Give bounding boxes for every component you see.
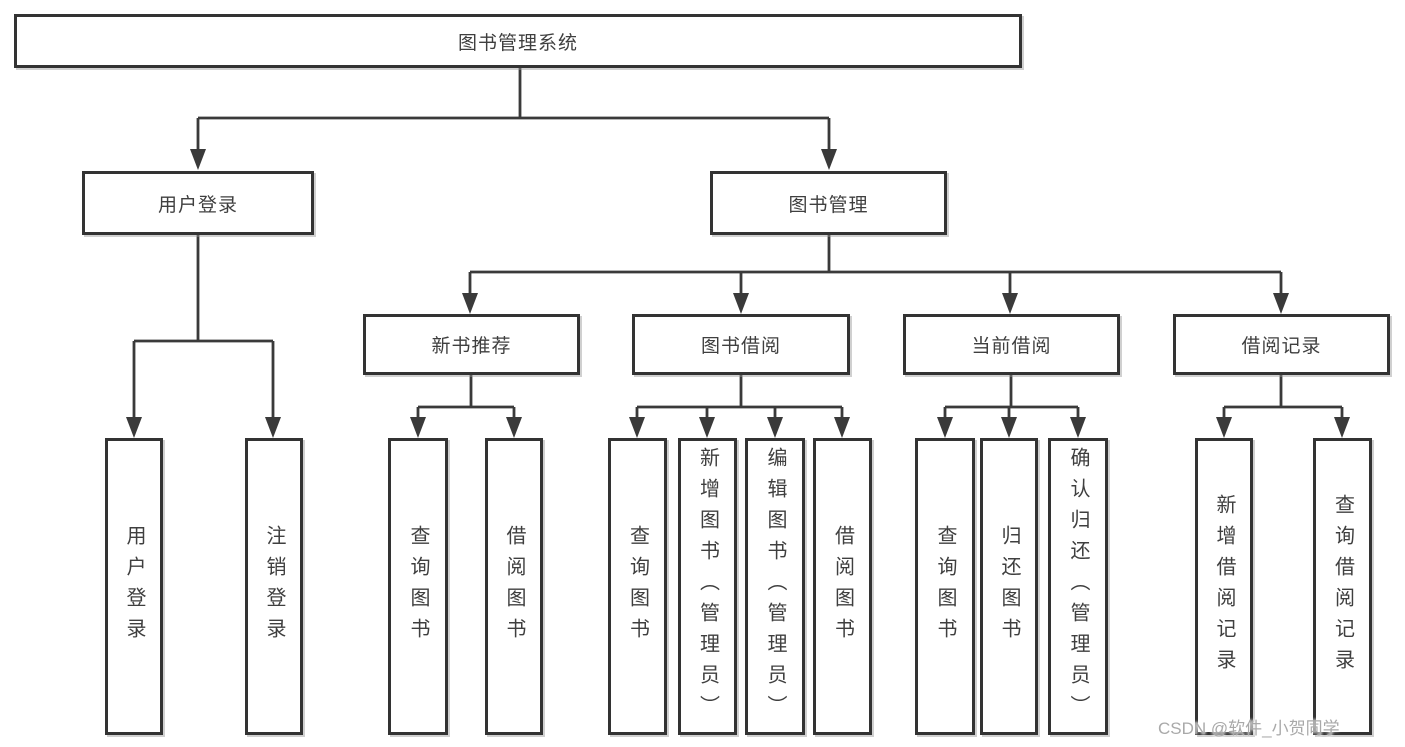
leaf-borrow-edit-admin: 编辑图书（管理员） bbox=[745, 438, 805, 735]
node-borrow-records-label: 借阅记录 bbox=[1241, 336, 1322, 357]
leaf-user-login: 用户登录 bbox=[105, 438, 163, 735]
node-root: 图书管理系统 bbox=[14, 14, 1022, 68]
leaf-newbooks-query-label: 查询图书 bbox=[407, 524, 429, 649]
leaf-borrow-query: 查询图书 bbox=[608, 438, 667, 735]
leaf-borrow-edit-admin-label: 编辑图书（管理员） bbox=[764, 447, 786, 726]
leaf-borrow-query-label: 查询图书 bbox=[626, 524, 649, 649]
leaf-current-confirm-admin-label: 确认归还（管理员） bbox=[1067, 447, 1089, 726]
leaf-current-return-label: 归还图书 bbox=[998, 524, 1020, 649]
leaf-logout-login: 注销登录 bbox=[245, 438, 303, 735]
leaf-borrow-add-admin-label: 新增图书（管理员） bbox=[696, 447, 719, 726]
node-user-login-label: 用户登录 bbox=[157, 194, 238, 216]
leaf-records-add-label: 新增借阅记录 bbox=[1213, 493, 1235, 680]
leaf-current-confirm-admin: 确认归还（管理员） bbox=[1048, 438, 1108, 735]
leaf-borrow-borrow-label: 借阅图书 bbox=[831, 524, 854, 649]
node-new-books: 新书推荐 bbox=[363, 314, 580, 375]
node-book-borrow: 图书借阅 bbox=[632, 314, 850, 375]
leaf-newbooks-query: 查询图书 bbox=[388, 438, 448, 735]
node-book-management: 图书管理 bbox=[710, 171, 947, 235]
leaf-current-query: 查询图书 bbox=[915, 438, 975, 735]
leaf-current-query-label: 查询图书 bbox=[934, 524, 956, 649]
leaf-logout-login-label: 注销登录 bbox=[263, 524, 285, 649]
node-user-login: 用户登录 bbox=[82, 171, 314, 235]
watermark: CSDN @软件_小贺同学 bbox=[1158, 719, 1340, 738]
leaf-records-query-label: 查询借阅记录 bbox=[1331, 493, 1354, 680]
leaf-newbooks-borrow-label: 借阅图书 bbox=[503, 524, 525, 649]
node-borrow-records: 借阅记录 bbox=[1173, 314, 1390, 375]
leaf-user-login-label: 用户登录 bbox=[123, 524, 145, 649]
leaf-borrow-borrow: 借阅图书 bbox=[813, 438, 872, 735]
node-book-management-label: 图书管理 bbox=[788, 194, 869, 216]
leaf-borrow-add-admin: 新增图书（管理员） bbox=[678, 438, 737, 735]
leaf-newbooks-borrow: 借阅图书 bbox=[485, 438, 543, 735]
node-current-borrow-label: 当前借阅 bbox=[971, 336, 1052, 357]
node-new-books-label: 新书推荐 bbox=[431, 336, 512, 357]
leaf-current-return: 归还图书 bbox=[980, 438, 1038, 735]
node-current-borrow: 当前借阅 bbox=[903, 314, 1120, 375]
leaf-records-add: 新增借阅记录 bbox=[1195, 438, 1253, 735]
node-book-borrow-label: 图书借阅 bbox=[700, 336, 781, 357]
node-root-label: 图书管理系统 bbox=[457, 32, 578, 54]
leaf-records-query: 查询借阅记录 bbox=[1313, 438, 1372, 735]
